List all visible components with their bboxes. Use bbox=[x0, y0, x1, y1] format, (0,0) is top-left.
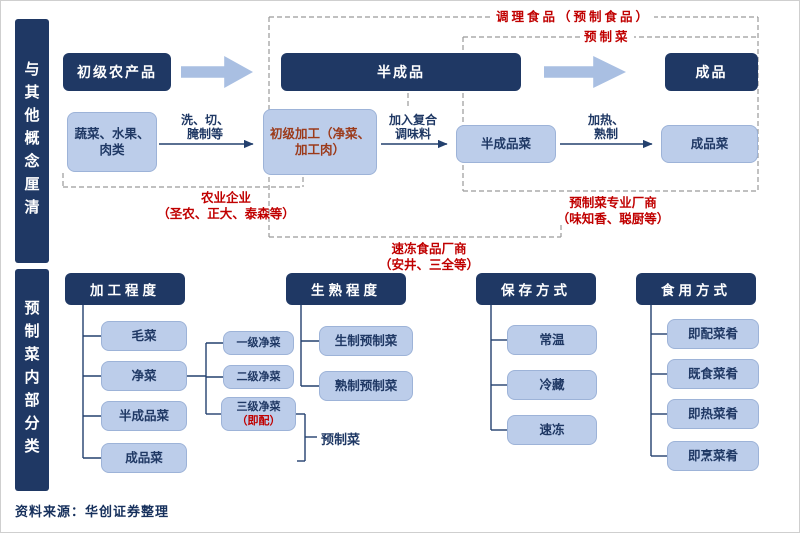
item-level3-clean-veg: 三级净菜 （即配） bbox=[221, 397, 296, 431]
section-label-concepts: 与其他概念厘清 bbox=[15, 19, 49, 263]
box-finished: 成品 bbox=[665, 53, 758, 91]
item-level3-jipei-note: （即配） bbox=[236, 414, 281, 427]
item-raw-premade: 生制预制菜 bbox=[319, 326, 413, 356]
annotation-agri-companies-line1: 农业企业 bbox=[200, 190, 251, 205]
annotation-specialist-makers-line2: （味知香、聪厨等） bbox=[556, 211, 670, 226]
item-quick-frozen: 速冻 bbox=[507, 415, 597, 445]
item-ready-to-assemble: 即配菜肴 bbox=[667, 319, 759, 349]
item-ready-to-heat: 即热菜肴 bbox=[667, 399, 759, 429]
arrow-label-wash-cut: 洗、切、腌制等 bbox=[180, 113, 229, 141]
item-ready-to-eat: 既食菜肴 bbox=[667, 359, 759, 389]
header-processing-degree: 加工程度 bbox=[65, 273, 185, 305]
box-finished-dish: 成品菜 bbox=[661, 125, 758, 163]
item-room-temp: 常温 bbox=[507, 325, 597, 355]
item-raw-veg: 毛菜 bbox=[101, 321, 187, 351]
box-primary-processing: 初级加工（净菜、加工肉） bbox=[263, 109, 377, 175]
item-clean-veg: 净菜 bbox=[101, 361, 187, 391]
annotation-agri-companies-line2: （圣农、正大、泰森等） bbox=[157, 206, 295, 221]
annotation-premade-dish: 预制菜 bbox=[581, 29, 634, 45]
header-raw-cooked-degree: 生熟程度 bbox=[286, 273, 406, 305]
item-ready-to-cook: 即烹菜肴 bbox=[667, 441, 759, 471]
annotation-agri-companies: 农业企业 （圣农、正大、泰森等） bbox=[131, 190, 321, 222]
section-label-classification: 预制菜内部分类 bbox=[15, 269, 49, 491]
source-note: 资料来源：华创证券整理 bbox=[15, 505, 170, 520]
annotation-specialist-makers: 预制菜专业厂商 （味知香、聪厨等） bbox=[513, 195, 713, 227]
annotation-conditioned-food: 调理食品（预制食品） bbox=[493, 9, 655, 25]
header-preservation-method: 保存方式 bbox=[476, 273, 596, 305]
item-level2-clean-veg: 二级净菜 bbox=[223, 365, 294, 389]
item-cooked-premade: 熟制预制菜 bbox=[319, 371, 413, 401]
box-veg-fruit-meat: 蔬菜、水果、肉类 bbox=[67, 112, 157, 172]
item-semi-finished-dish: 半成品菜 bbox=[101, 401, 187, 431]
box-semi-finished: 半成品 bbox=[281, 53, 521, 91]
arrow-label-heating: 加热、熟制 bbox=[587, 113, 624, 141]
item-refrigerated: 冷藏 bbox=[507, 370, 597, 400]
bracket-label-premade-dish: 预制菜 bbox=[321, 433, 361, 448]
annotation-frozen-food-makers-line1: 速冻食品厂商 bbox=[391, 241, 467, 256]
header-eating-method: 食用方式 bbox=[636, 273, 756, 305]
annotation-frozen-food-makers-line2: （安井、三全等） bbox=[378, 257, 479, 272]
box-semi-finished-dish: 半成品菜 bbox=[456, 125, 556, 163]
item-finished-dish: 成品菜 bbox=[101, 443, 187, 473]
item-level1-clean-veg: 一级净菜 bbox=[223, 331, 294, 355]
annotation-frozen-food-makers: 速冻食品厂商 （安井、三全等） bbox=[331, 241, 527, 273]
annotation-specialist-makers-line1: 预制菜专业厂商 bbox=[569, 195, 657, 210]
item-level3-clean-veg-label: 三级净菜 bbox=[236, 399, 281, 413]
arrow-label-seasoning: 加入复合调味料 bbox=[388, 113, 437, 141]
box-primary-agri-product: 初级农产品 bbox=[63, 53, 171, 91]
